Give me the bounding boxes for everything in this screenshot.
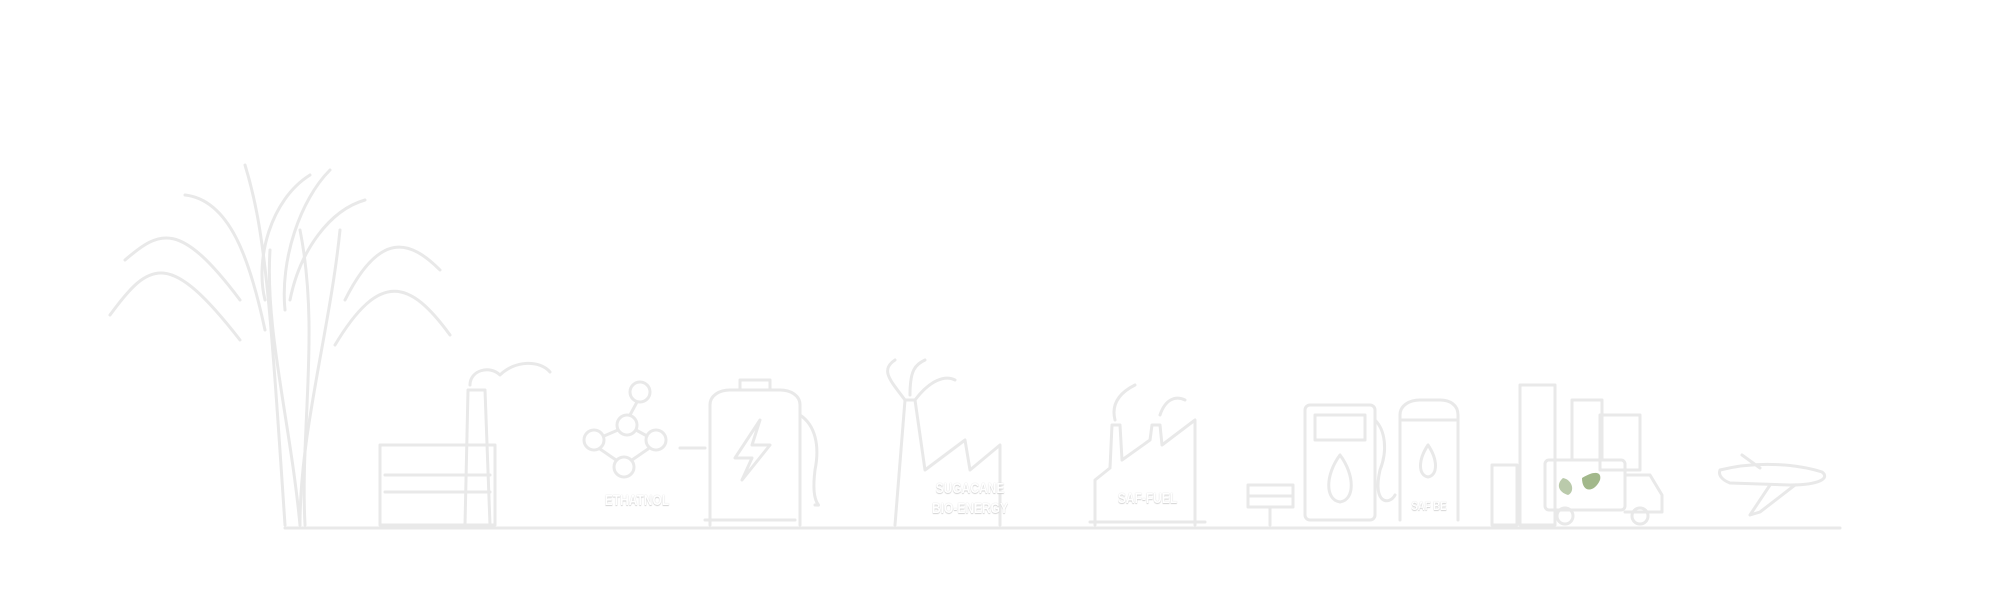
saf-tank-label: SAF BE <box>1411 499 1447 513</box>
bioenergy-label-line1: SUGACANE <box>935 480 1005 497</box>
truck-icon <box>1543 458 1664 526</box>
biofuel-pump-icon <box>1303 403 1397 522</box>
sugarcane-icon <box>108 163 452 527</box>
airplane-icon <box>1718 453 1827 517</box>
city-buildings-icon <box>1490 383 1642 527</box>
green-factory-icon <box>1088 383 1207 527</box>
plant-factory-icon <box>886 358 1002 527</box>
saf-fuel-label: SAF-FUEL <box>1117 490 1178 507</box>
molecule-icon <box>582 380 668 479</box>
ethanol-label: ETHATNOL <box>604 492 670 509</box>
battery-fuel-pump-icon <box>678 378 820 527</box>
solar-panel-icon <box>1246 483 1295 527</box>
fuel-tank-icon <box>1398 398 1460 522</box>
factory-smokestack-icon <box>378 361 552 527</box>
bioenergy-label-line2: BIO-ENERGY <box>931 500 1008 517</box>
